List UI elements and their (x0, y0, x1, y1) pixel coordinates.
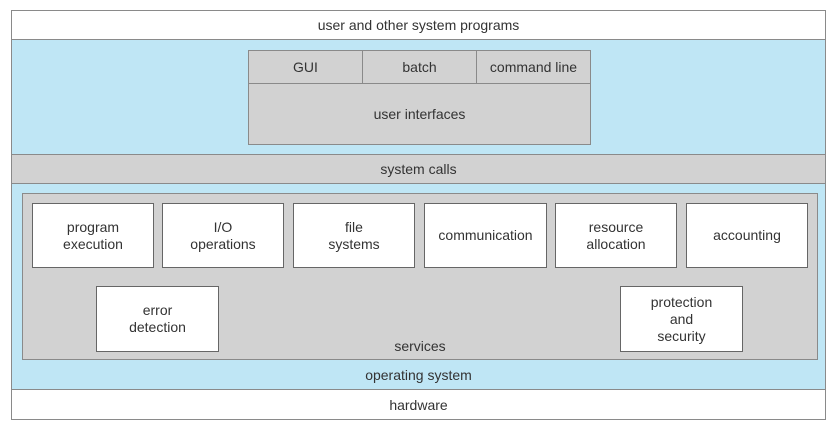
service-protection-security-label: protection and security (650, 293, 713, 344)
operating-system-label: operating system (365, 367, 472, 383)
ui-tab-batch: batch (362, 50, 477, 84)
service-error-detection-label: error detection (129, 302, 186, 335)
service-file-systems-label: file systems (328, 218, 380, 252)
user-programs-label: user and other system programs (317, 17, 520, 33)
service-file-systems: file systems (293, 203, 415, 268)
service-program-execution-label: program execution (63, 218, 123, 252)
user-programs-layer: user and other system programs (11, 10, 826, 40)
user-interfaces-label: user interfaces (373, 106, 466, 122)
ui-tab-gui: GUI (248, 50, 363, 84)
service-communication-label: communication (438, 227, 533, 243)
service-resource-allocation: resource allocation (555, 203, 677, 268)
operating-system-label-wrap: operating system (11, 362, 826, 388)
hardware-label: hardware (389, 396, 448, 413)
service-program-execution: program execution (32, 203, 154, 268)
service-resource-allocation-label: resource allocation (586, 218, 646, 252)
services-label: services (394, 338, 446, 354)
user-interfaces-box: user interfaces (248, 83, 591, 145)
ui-tab-batch-label: batch (402, 59, 437, 75)
system-calls-band: system calls (11, 154, 826, 184)
service-protection-security: protection and security (620, 286, 743, 352)
system-calls-label: system calls (380, 161, 457, 177)
ui-tab-command-line: command line (476, 50, 591, 84)
service-error-detection: error detection (96, 286, 219, 352)
service-communication: communication (424, 203, 547, 268)
service-io-operations-label: I/O operations (190, 218, 256, 252)
service-accounting: accounting (686, 203, 808, 268)
ui-tab-gui-label: GUI (293, 59, 318, 75)
hardware-layer: hardware (11, 389, 826, 420)
services-label-wrap: services (320, 336, 520, 356)
service-io-operations: I/O operations (162, 203, 284, 268)
ui-tab-command-line-label: command line (489, 59, 578, 75)
service-accounting-label: accounting (713, 227, 781, 243)
